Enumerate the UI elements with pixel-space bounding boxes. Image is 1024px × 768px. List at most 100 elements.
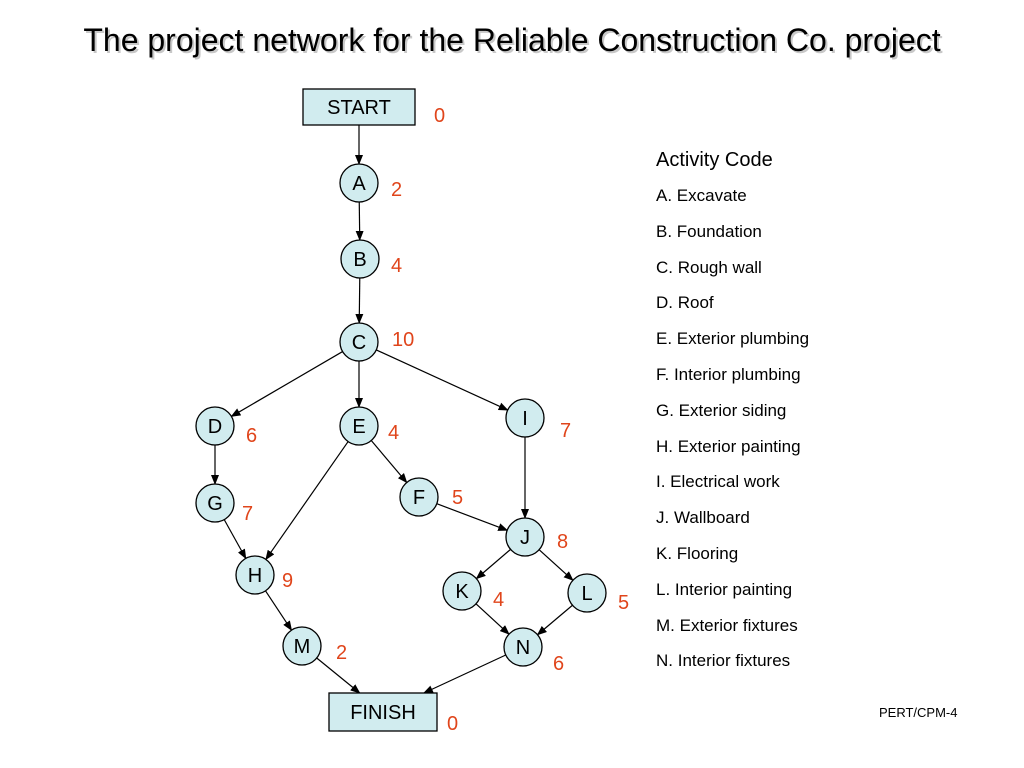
duration-label: 6 <box>553 653 564 675</box>
node-label: J <box>520 527 530 549</box>
duration-label: 5 <box>618 592 629 614</box>
duration-label: 9 <box>282 570 293 592</box>
edge-b-to-c <box>355 277 364 325</box>
node-label: K <box>455 581 469 603</box>
node-circle <box>339 322 379 362</box>
node-start: START 0 <box>302 88 445 127</box>
duration-label: 4 <box>388 422 399 444</box>
duration-label: 4 <box>391 255 402 277</box>
duration-label: 2 <box>336 642 347 664</box>
edge-l-to-n <box>536 604 573 636</box>
edge-a-to-b <box>355 201 364 242</box>
legend-item: I. Electrical work <box>656 472 780 492</box>
node-circle <box>195 406 235 446</box>
node-circle <box>399 477 439 517</box>
node-label: FINISH <box>350 702 416 724</box>
duration-label: 10 <box>392 329 414 351</box>
edge-j-to-l <box>538 549 574 581</box>
edge-k-to-n <box>475 603 510 635</box>
node-label: D <box>208 416 222 438</box>
node-box <box>328 692 438 732</box>
legend-item: C. Rough wall <box>656 257 762 277</box>
duration-label: 4 <box>493 589 504 611</box>
node-label: A <box>352 173 366 195</box>
legend-title: Activity Code <box>656 149 773 171</box>
legend-item: B. Foundation <box>656 221 762 241</box>
duration-label: 0 <box>434 105 445 127</box>
node-n: N6 <box>503 627 564 675</box>
node-box <box>302 88 416 126</box>
edges-layer <box>211 125 574 694</box>
activity-legend: A. Excavate B. Foundation C. Rough wall … <box>656 185 809 686</box>
duration-label: 0 <box>447 713 458 735</box>
node-label: L <box>581 583 592 605</box>
node-label: C <box>352 332 366 354</box>
node-circle <box>235 555 275 595</box>
node-c: C 10 <box>339 322 414 362</box>
node-circle <box>567 573 607 613</box>
edge-c-to-i <box>376 349 509 411</box>
edge-n-to-finish <box>423 654 507 694</box>
edge-e-to-h <box>265 441 349 561</box>
edge-f-to-j <box>436 503 509 531</box>
node-label: F <box>413 487 425 509</box>
legend-item: A. Excavate <box>656 186 747 205</box>
node-circle <box>339 163 379 203</box>
legend-item: N. Interior fixtures <box>656 651 791 671</box>
edge-g-to-h <box>223 519 247 560</box>
node-circle <box>505 398 545 438</box>
node-circle <box>339 406 379 446</box>
node-circle <box>195 483 235 523</box>
node-label: E <box>352 416 365 438</box>
legend-item: E. Exterior plumbing <box>656 329 810 349</box>
legend-item: M. Exterior fixtures <box>656 615 798 635</box>
edge-h-to-m <box>264 590 293 631</box>
legend-item: D. Roof <box>656 293 714 313</box>
legend-item: K. Flooring <box>656 543 739 563</box>
duration-label: 7 <box>560 420 571 442</box>
node-label: B <box>353 249 366 271</box>
duration-label: 8 <box>557 531 568 553</box>
edge-e-to-f <box>370 440 408 484</box>
duration-label: 2 <box>391 179 402 201</box>
node-circle <box>442 571 482 611</box>
duration-label: 5 <box>452 487 463 509</box>
node-i: I7 <box>505 398 571 442</box>
legend-item: G. Exterior siding <box>656 400 787 420</box>
node-circle <box>505 517 545 557</box>
node-finish: FINISH 0 <box>328 692 458 735</box>
edge-m-to-finish <box>316 657 361 694</box>
node-circle <box>282 626 322 666</box>
node-label: START <box>327 97 391 119</box>
duration-label: 7 <box>242 503 253 525</box>
page-title: The project network for the Reliable Con… <box>83 22 941 58</box>
node-label: I <box>522 408 528 430</box>
legend-item: H. Exterior painting <box>656 436 801 456</box>
node-label: H <box>248 565 262 587</box>
slide-footer: PERT/CPM-4 <box>879 705 958 720</box>
node-label: G <box>207 493 223 515</box>
legend-item: J. Wallboard <box>656 508 750 528</box>
edge-c-to-d <box>230 351 343 417</box>
node-circle <box>340 239 380 279</box>
node-label: N <box>516 637 530 659</box>
node-label: M <box>294 636 311 658</box>
legend-item: F. Interior plumbing <box>656 364 801 384</box>
node-circle <box>503 627 543 667</box>
legend-item: L. Interior painting <box>656 579 793 599</box>
duration-label: 6 <box>246 425 257 447</box>
edge-j-to-k <box>475 548 511 580</box>
